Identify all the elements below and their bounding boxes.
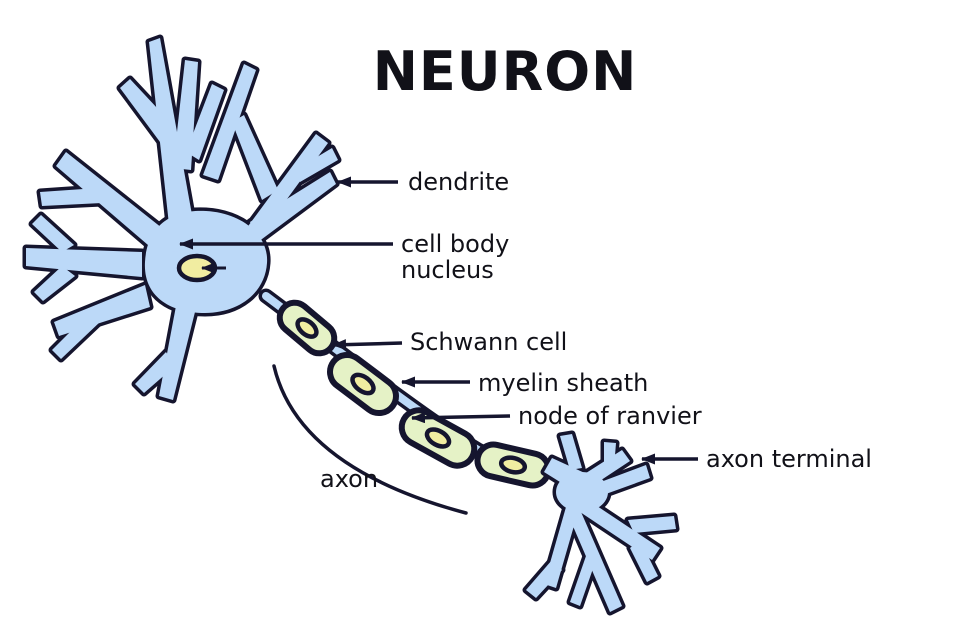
label-nucleus: nucleus [401,256,494,284]
schwann-cell-arrow [332,339,403,351]
axon-bracket [272,364,468,515]
label-schwann-cell: Schwann cell [410,328,567,356]
node-of-ranvier-arrow [411,412,511,424]
label-axon-terminal: axon terminal [706,445,872,473]
label-myelin-sheath: myelin sheath [478,369,648,397]
myelin-segment-1 [276,299,338,357]
label-node-of-ranvier: node of ranvier [518,402,702,430]
label-axon: axon [320,465,378,493]
diagram-title: NEURON [373,40,638,103]
myelin-segment-4 [474,441,552,489]
myelin-segment-2 [327,351,399,417]
label-cell-body: cell body [401,230,509,258]
label-dendrite: dendrite [408,168,509,196]
myelin-segment-3 [398,407,478,469]
